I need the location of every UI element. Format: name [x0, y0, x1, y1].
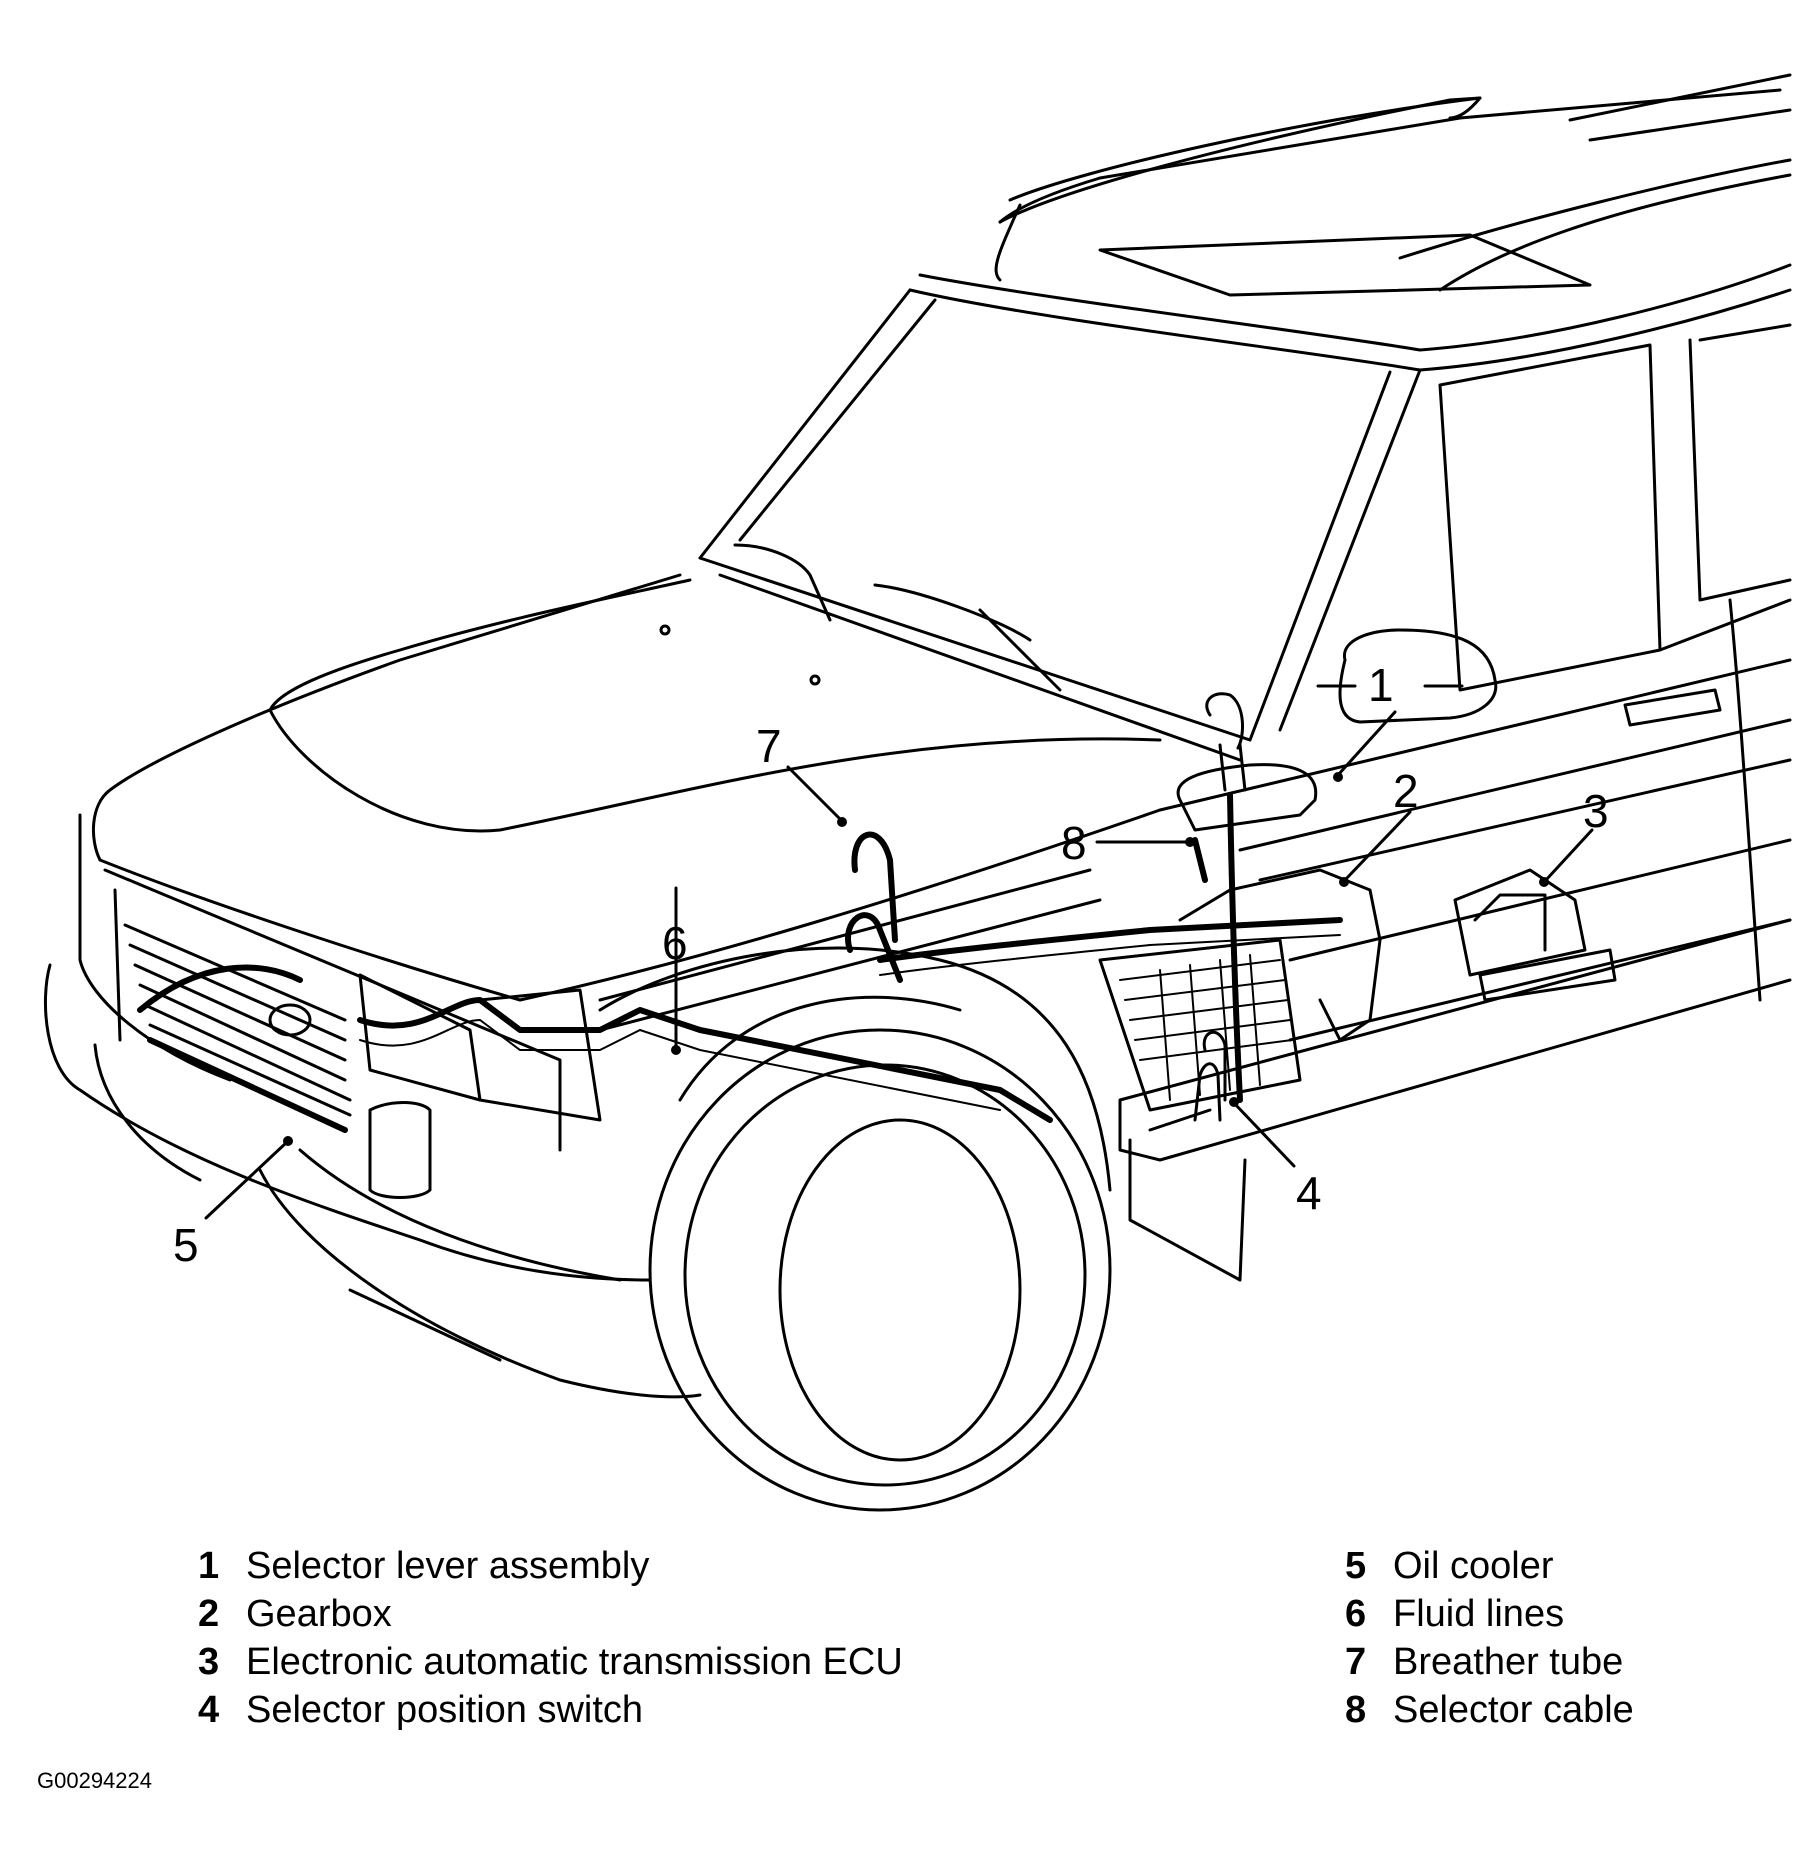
legend-label: Gearbox [246, 1593, 392, 1635]
legend-item: 7 Breather tube [1345, 1638, 1634, 1686]
callout-3: 3 [1583, 785, 1609, 837]
callout-7: 7 [756, 720, 782, 772]
door-handle [1623, 688, 1722, 727]
legend-item: 3 Electronic automatic transmission ECU [198, 1638, 903, 1686]
roof [908, 73, 1792, 372]
mud-flap [1128, 1138, 1247, 1282]
gearbox [1098, 868, 1382, 1112]
side-windows [1438, 323, 1792, 692]
legend-label: Fluid lines [1393, 1593, 1565, 1635]
legend-item: 6 Fluid lines [1345, 1590, 1634, 1638]
legend-number: 5 [1345, 1545, 1367, 1587]
hood [91, 573, 1162, 1002]
headlamp [358, 973, 602, 1122]
selector-cable [1192, 792, 1243, 1103]
legend-number: 1 [198, 1545, 220, 1587]
fluid-lines [137, 917, 1343, 1199]
windshield [698, 288, 1422, 762]
figure-id: G00294224 [37, 1768, 152, 1793]
callout-1: 1 [1368, 659, 1394, 711]
legend-number: 8 [1345, 1689, 1367, 1731]
callout-8: 8 [1061, 817, 1087, 869]
callout-4: 4 [1296, 1167, 1322, 1219]
legend-number: 3 [198, 1641, 220, 1683]
legend-item: 2 Gearbox [198, 1590, 903, 1638]
legend-number: 6 [1345, 1593, 1367, 1635]
breather-tube [845, 831, 903, 983]
side-mirror [1338, 628, 1498, 724]
legend-item: 4 Selector position switch [198, 1686, 903, 1734]
legend-label: Selector cable [1393, 1689, 1634, 1731]
legend-label: Breather tube [1393, 1641, 1624, 1683]
transmission-ecu [1453, 868, 1617, 1002]
legend-left-column: 1 Selector lever assembly 2 Gearbox 3 Elect… [198, 1542, 903, 1734]
legend-label: Electronic automatic transmission ECU [246, 1641, 903, 1683]
legend-item: 1 Selector lever assembly [198, 1542, 903, 1590]
legend-number: 2 [198, 1593, 220, 1635]
sill [1118, 918, 1792, 1162]
legend-number: 4 [198, 1689, 220, 1731]
callout-2: 2 [1393, 765, 1419, 817]
callout-5: 5 [173, 1219, 199, 1271]
wipers [733, 543, 1062, 692]
front-grille [43, 813, 702, 1399]
legend-label: Selector position switch [246, 1689, 644, 1731]
selector-position-switch [1148, 1062, 1222, 1132]
body-side [598, 598, 1792, 1042]
legend-label: Oil cooler [1393, 1545, 1554, 1587]
legend-label: Selector lever assembly [246, 1545, 650, 1587]
vehicle-line-drawing [43, 73, 1792, 1512]
legend-number: 7 [1345, 1641, 1367, 1683]
legend-item: 8 Selector cable [1345, 1686, 1634, 1734]
selector-lever-assembly [1176, 692, 1318, 832]
leader-lines [204, 684, 1594, 1220]
callout-6: 6 [662, 917, 688, 969]
legend-item: 5 Oil cooler [1345, 1542, 1634, 1590]
